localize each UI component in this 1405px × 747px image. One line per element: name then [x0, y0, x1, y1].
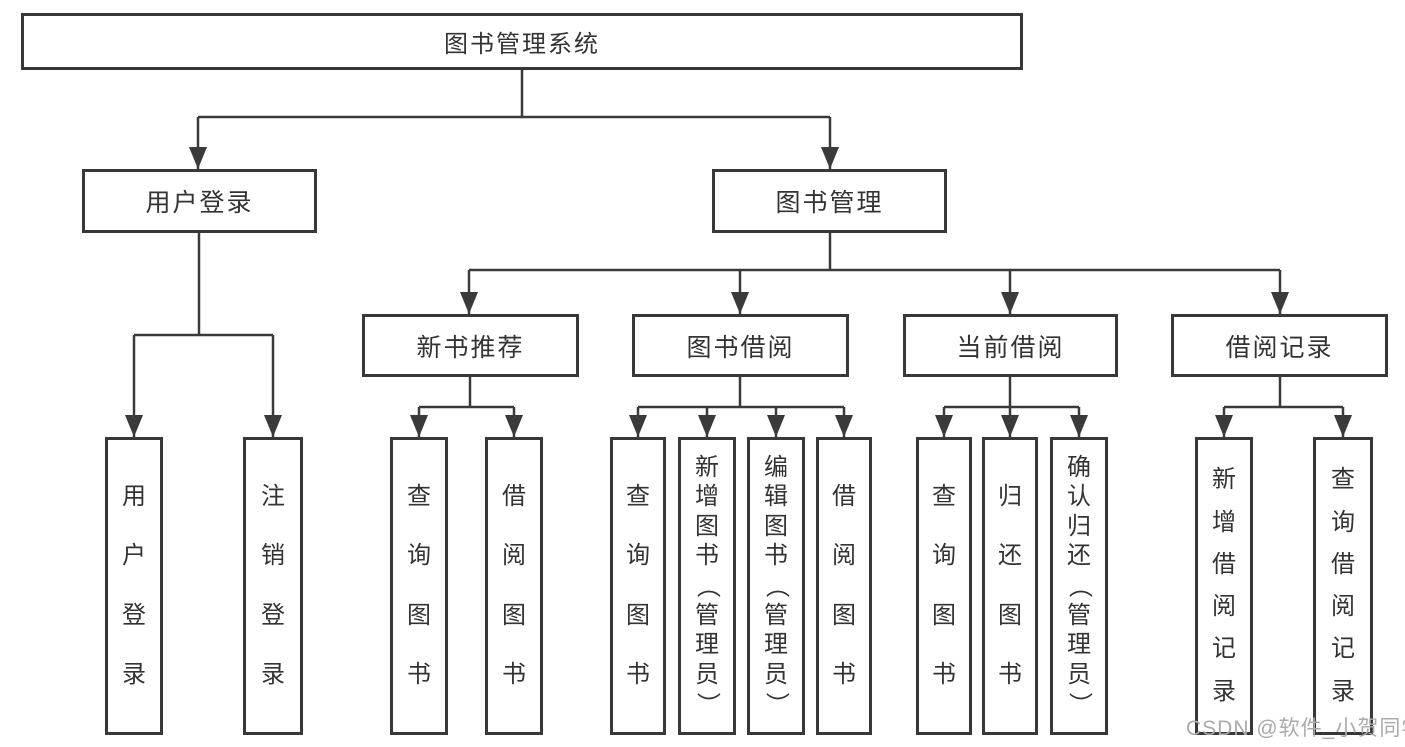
leaf-recommend-borrow-books-label: 借阅图书 — [502, 483, 526, 688]
leaf-current-query-books-label: 查询图书 — [932, 483, 956, 688]
leaf-recommend-borrow-books: 借阅图书 — [485, 437, 543, 735]
leaf-recommend-query-books-label: 查询图书 — [407, 483, 431, 688]
leaf-return-books-label: 归还图书 — [998, 483, 1022, 688]
leaf-return-books: 归还图书 — [982, 437, 1038, 735]
node-current-borrow-label: 当前借阅 — [956, 333, 1065, 362]
connector-book-management-to-level3 — [460, 233, 1289, 314]
node-user-login-label: 用户登录 — [145, 189, 254, 217]
leaf-edit-books-admin: 编辑图书（管理员） — [747, 437, 805, 735]
connector-current-borrow-to-leaves — [935, 377, 1088, 437]
node-borrow-records-label: 借阅记录 — [1225, 333, 1334, 362]
leaf-query-borrow-record-label: 查询借阅记录 — [1331, 466, 1355, 705]
leaf-confirm-return-admin-label: 确认归还（管理员） — [1066, 453, 1093, 717]
leaf-add-books-admin-label: 新增图书（管理员） — [694, 453, 721, 717]
leaf-borrow-query-books: 查询图书 — [610, 437, 666, 735]
connector-borrow-records-to-leaves — [1215, 377, 1352, 437]
connector-root-to-level2 — [189, 70, 839, 169]
leaf-current-query-books: 查询图书 — [916, 437, 972, 735]
node-root-label: 图书管理系统 — [444, 31, 600, 58]
node-new-book-recommend-label: 新书推荐 — [416, 333, 525, 362]
leaf-add-borrow-record-label: 新增借阅记录 — [1212, 466, 1236, 705]
node-borrow-records: 借阅记录 — [1171, 314, 1388, 377]
leaf-recommend-query-books: 查询图书 — [390, 437, 448, 735]
node-user-login: 用户登录 — [82, 169, 317, 233]
leaf-edit-books-admin-label: 编辑图书（管理员） — [763, 453, 790, 717]
leaf-user-login-label: 用户登录 — [122, 483, 146, 688]
node-book-borrow-label: 图书借阅 — [686, 333, 795, 362]
leaf-logout: 注销登录 — [243, 437, 303, 735]
leaf-borrow-books: 借阅图书 — [816, 437, 872, 735]
leaf-borrow-books-label: 借阅图书 — [832, 483, 856, 688]
node-current-borrow: 当前借阅 — [903, 314, 1118, 377]
connector-book-borrow-to-leaves — [629, 377, 853, 437]
node-root: 图书管理系统 — [21, 13, 1023, 70]
leaf-confirm-return-admin: 确认归还（管理员） — [1050, 437, 1108, 735]
leaf-add-borrow-record: 新增借阅记录 — [1195, 437, 1253, 735]
node-book-management: 图书管理 — [712, 169, 947, 233]
node-book-borrow: 图书借阅 — [632, 314, 849, 377]
leaf-add-books-admin: 新增图书（管理员） — [678, 437, 736, 735]
node-book-management-label: 图书管理 — [775, 189, 884, 217]
connector-new-book-recommend-to-leaves — [410, 377, 523, 437]
leaf-user-login: 用户登录 — [105, 437, 163, 735]
csdn-watermark: CSDN @软件_小贺同学 — [1186, 717, 1405, 740]
leaf-logout-label: 注销登录 — [261, 483, 285, 688]
connector-user-login-to-leaves — [125, 233, 282, 437]
leaf-query-borrow-record: 查询借阅记录 — [1313, 437, 1373, 735]
leaf-borrow-query-books-label: 查询图书 — [626, 483, 650, 688]
node-new-book-recommend: 新书推荐 — [362, 314, 579, 377]
